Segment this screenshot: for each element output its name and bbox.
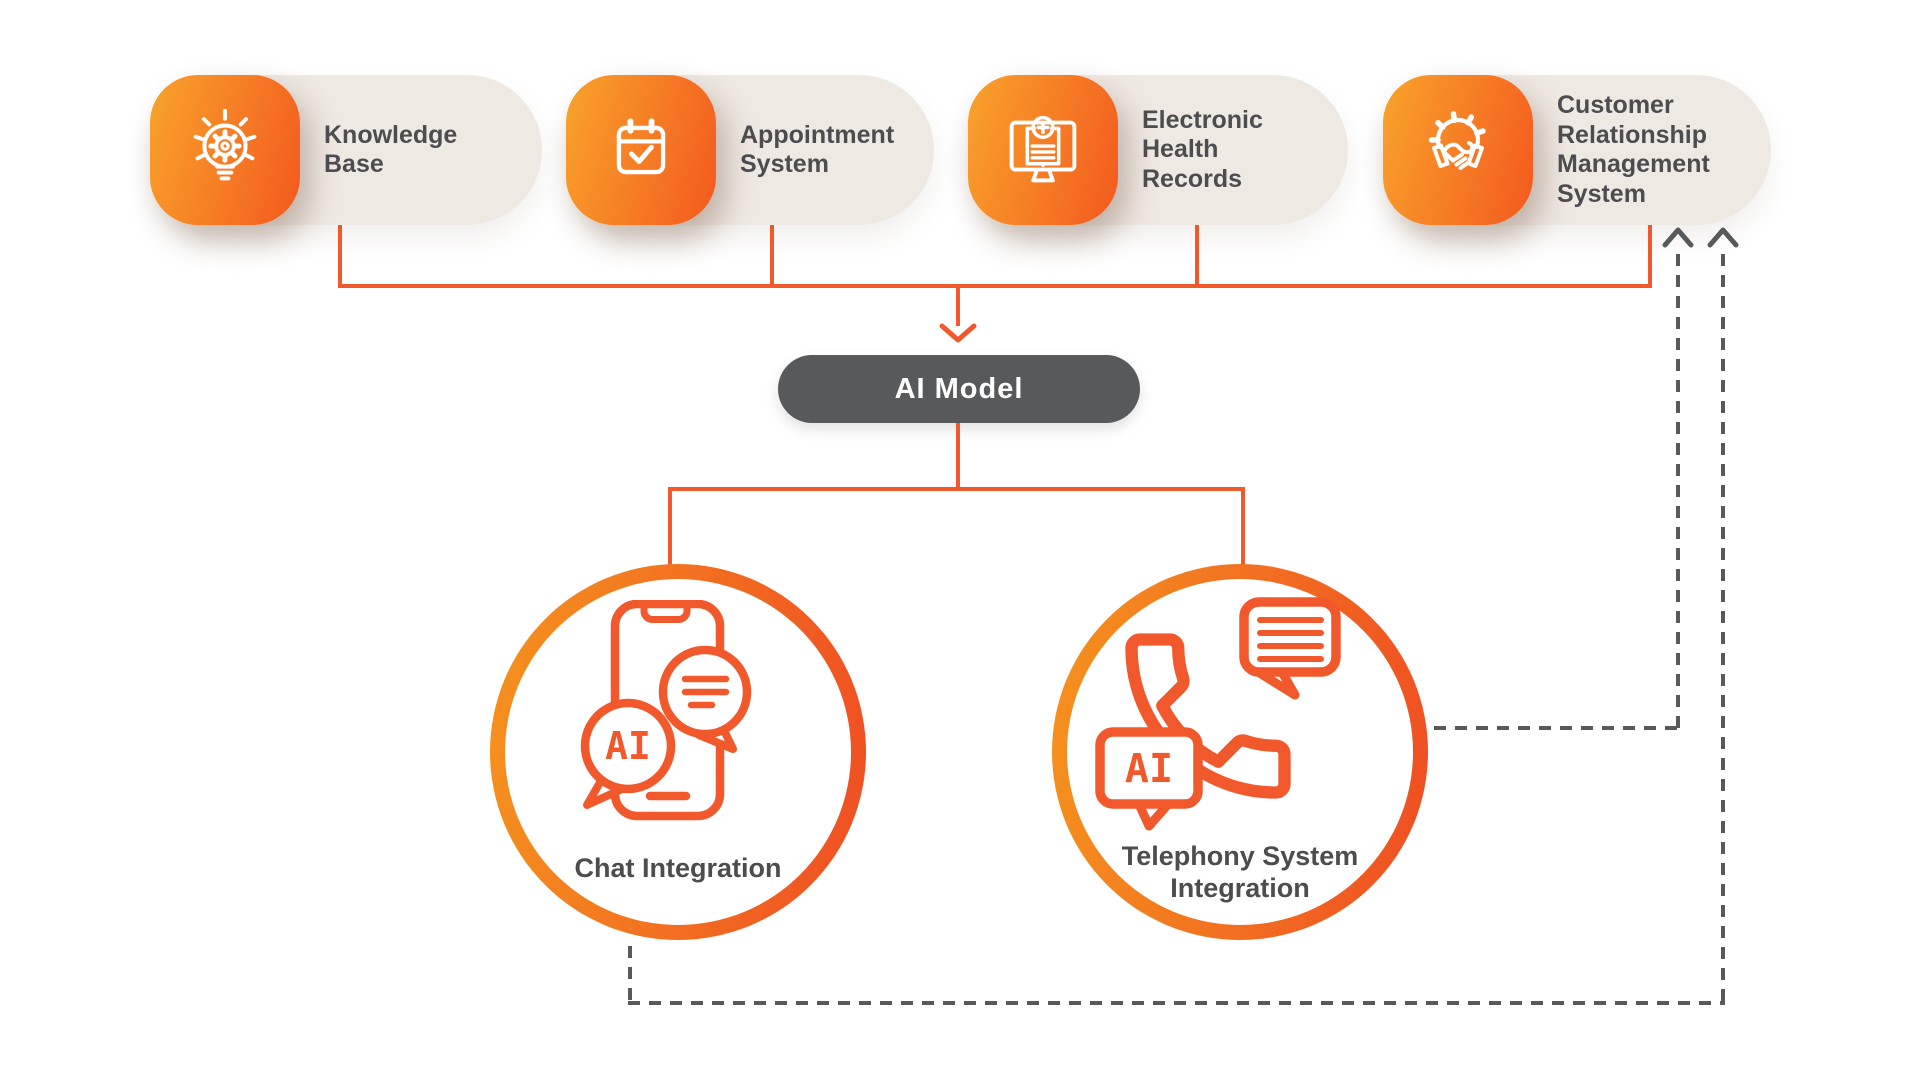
- telephony-integration-label: Telephony System Integration: [1121, 841, 1359, 904]
- chat-integration-circle: [490, 564, 866, 940]
- source-box-crm-system: Customer Relationship Management System: [1383, 75, 1771, 225]
- connector-crm-drop: [1648, 225, 1652, 286]
- source-label-electronic-health-records: Electronic Health Records: [1142, 105, 1263, 193]
- source-label-appointment-system: Appointment System: [740, 120, 895, 179]
- arrow-up-icon: [1662, 227, 1694, 248]
- chat-integration-label: Chat Integration: [574, 853, 782, 883]
- feedback-telephony-riser: [1676, 254, 1680, 730]
- monitor-medical-icon: [968, 75, 1118, 225]
- feedback-bottom-bus: [628, 1001, 1725, 1005]
- arrow-up-icon: [1707, 227, 1739, 248]
- connector-to-telephony-circle: [1241, 489, 1245, 566]
- lightbulb-gear-icon: [150, 75, 300, 225]
- calendar-check-icon: [566, 75, 716, 225]
- source-box-appointment-system: Appointment System: [566, 75, 934, 225]
- source-box-electronic-health-records: Electronic Health Records: [968, 75, 1348, 225]
- source-box-knowledge-base: Knowledge Base: [150, 75, 542, 225]
- connector-appointment-drop: [770, 225, 774, 286]
- connector-ehr-drop: [1195, 225, 1199, 286]
- phone-chat-ai-icon: AI: [580, 600, 752, 821]
- source-label-knowledge-base: Knowledge Base: [324, 120, 458, 179]
- connector-to-chat-circle: [668, 489, 672, 566]
- connector-ai-down: [956, 423, 960, 489]
- source-label-crm-system: Customer Relationship Management System: [1557, 91, 1710, 208]
- feedback-chat-drop: [628, 946, 632, 1005]
- connector-top-bus: [338, 284, 1652, 288]
- connector-branch-bus: [668, 487, 1245, 491]
- ai-model-node: AI Model: [778, 355, 1140, 423]
- connector-knowledge-base-drop: [338, 225, 342, 286]
- telephony-ai-badge: AI: [1125, 746, 1173, 792]
- handset-chat-ai-icon: AI: [1095, 597, 1341, 831]
- arrow-down-icon: [939, 323, 977, 343]
- feedback-telephony-bus: [1434, 726, 1680, 730]
- chat-ai-badge: AI: [605, 724, 651, 768]
- handshake-gear-icon: [1383, 75, 1533, 225]
- connector-bus-to-ai: [956, 286, 960, 326]
- feedback-chat-riser: [1721, 254, 1725, 1005]
